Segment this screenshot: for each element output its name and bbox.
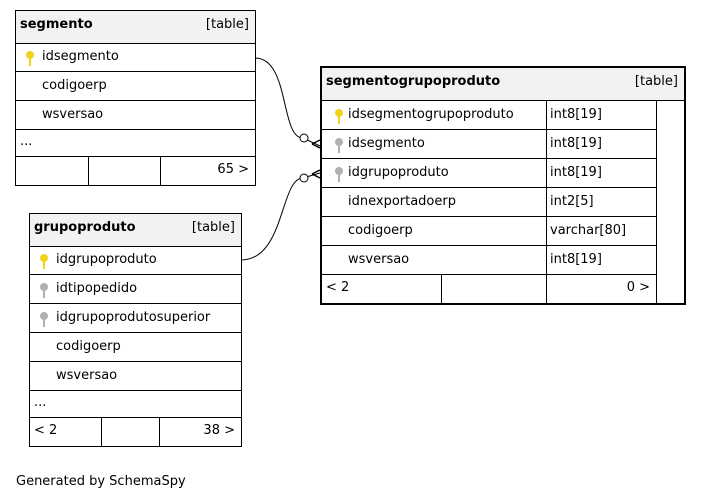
column-name: idgrupoproduto: [348, 165, 449, 180]
more-columns-row: ...: [16, 130, 255, 157]
spacer-cell: [102, 418, 160, 446]
column-name: wsversao: [56, 368, 118, 383]
child-count-cell: 0 >: [626, 280, 650, 295]
column-row[interactable]: codigoerp: [16, 72, 255, 101]
child-count-cell: 38 >: [203, 423, 235, 438]
table-kind: [table]: [634, 74, 678, 89]
primary-key-icon: [26, 51, 34, 66]
column-name: idsegmento: [42, 49, 119, 64]
column-divider: [546, 217, 547, 245]
column-name: codigoerp: [42, 78, 107, 93]
column-row[interactable]: wsversao: [16, 101, 255, 130]
column-name: idgrupoproduto: [56, 252, 157, 267]
column-name: wsversao: [42, 107, 104, 122]
spacer-cell: [89, 157, 161, 185]
edge-grupoproduto-crowfoot: [311, 169, 321, 179]
child-count-cell: 65 >: [217, 162, 249, 177]
table-kind: [table]: [205, 17, 249, 32]
parent-count-cell: < 2: [30, 418, 102, 446]
column-row[interactable]: idgrupoproduto: [30, 246, 241, 275]
table-name: segmentogrupoproduto: [326, 74, 501, 89]
edge-grupoproduto-optional-marker: [299, 173, 309, 183]
parent-count-cell: [16, 157, 89, 185]
table-header: segmento [table]: [16, 11, 255, 44]
column-row[interactable]: wsversao: [30, 362, 241, 391]
column-divider: [546, 159, 547, 187]
column-type: int8[19]: [550, 107, 602, 122]
column-name: wsversao: [348, 252, 410, 267]
column-row[interactable]: codigoerp: [30, 333, 241, 362]
column-row[interactable]: idsegmento: [16, 43, 255, 72]
edge-segmento-crowfoot: [311, 139, 321, 149]
column-row[interactable]: wsversao int8[19]: [322, 246, 657, 275]
column-divider: [546, 130, 547, 158]
edge-segmento-to-segmentogrupoproduto: [254, 57, 321, 147]
more-columns-ellipsis: ...: [20, 134, 33, 149]
table-name: segmento: [20, 17, 93, 32]
spacer-cell: [442, 275, 547, 303]
primary-key-icon: [335, 109, 343, 124]
column-row[interactable]: idgrupoproduto int8[19]: [322, 159, 657, 188]
table-kind: [table]: [191, 220, 235, 235]
table-name: grupoproduto: [34, 220, 136, 235]
edge-segmento-optional-marker: [299, 133, 309, 143]
relationship-count-row: < 2 38 >: [30, 418, 241, 446]
foreign-key-icon: [335, 138, 343, 153]
column-name: idgrupoprodutosuperior: [56, 310, 211, 325]
column-row[interactable]: idsegmentogrupoproduto int8[19]: [322, 101, 657, 130]
column-divider: [546, 101, 547, 129]
primary-key-icon: [40, 254, 48, 269]
table-grupoproduto[interactable]: grupoproduto [table] idgrupoproduto idti…: [29, 213, 242, 447]
more-columns-ellipsis: ...: [34, 395, 47, 410]
more-columns-row: ...: [30, 391, 241, 418]
column-row[interactable]: idgrupoprodutosuperior: [30, 304, 241, 333]
generated-by-label: Generated by SchemaSpy: [16, 474, 186, 489]
column-type: int8[19]: [550, 165, 602, 180]
table-header: grupoproduto [table]: [30, 214, 241, 247]
column-name: idnexportadoerp: [348, 194, 456, 209]
column-divider: [546, 188, 547, 216]
column-name: idsegmento: [348, 136, 425, 151]
table-segmentogrupoproduto[interactable]: segmentogrupoproduto [table] idsegmentog…: [320, 66, 686, 305]
foreign-key-icon: [40, 312, 48, 327]
column-row[interactable]: codigoerp varchar[80]: [322, 217, 657, 246]
column-row[interactable]: idsegmento int8[19]: [322, 130, 657, 159]
column-name: codigoerp: [348, 223, 413, 238]
column-name: codigoerp: [56, 339, 121, 354]
column-name: idtipopedido: [56, 281, 138, 296]
foreign-key-icon: [335, 167, 343, 182]
column-divider: [546, 246, 547, 274]
column-row[interactable]: idtipopedido: [30, 275, 241, 304]
table-segmento[interactable]: segmento [table] idsegmento codigoerp ws…: [15, 10, 256, 186]
column-row[interactable]: idnexportadoerp int2[5]: [322, 188, 657, 217]
relationship-count-row: < 2 0 >: [322, 275, 657, 303]
edge-grupoproduto-to-segmentogrupoproduto: [240, 172, 321, 261]
column-type: int8[19]: [550, 136, 602, 151]
column-name: idsegmentogrupoproduto: [348, 107, 514, 122]
relationship-count-row: 65 >: [16, 157, 255, 185]
column-type: int8[19]: [550, 252, 602, 267]
table-header: segmentogrupoproduto [table]: [322, 68, 684, 101]
column-type: varchar[80]: [550, 223, 627, 238]
parent-count-cell: < 2: [322, 275, 442, 303]
foreign-key-icon: [40, 283, 48, 298]
column-type: int2[5]: [550, 194, 594, 209]
